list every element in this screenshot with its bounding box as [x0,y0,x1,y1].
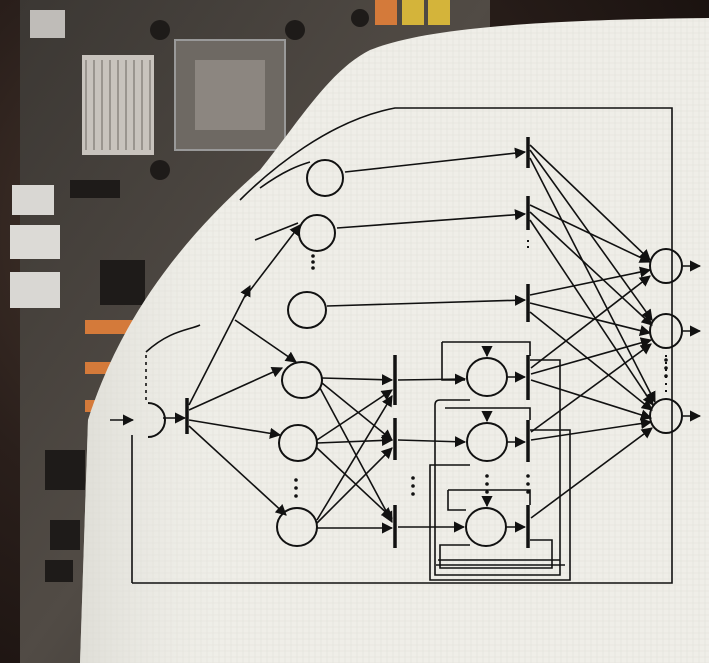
cpu-socket-center [195,60,265,130]
heatsink [82,55,154,155]
